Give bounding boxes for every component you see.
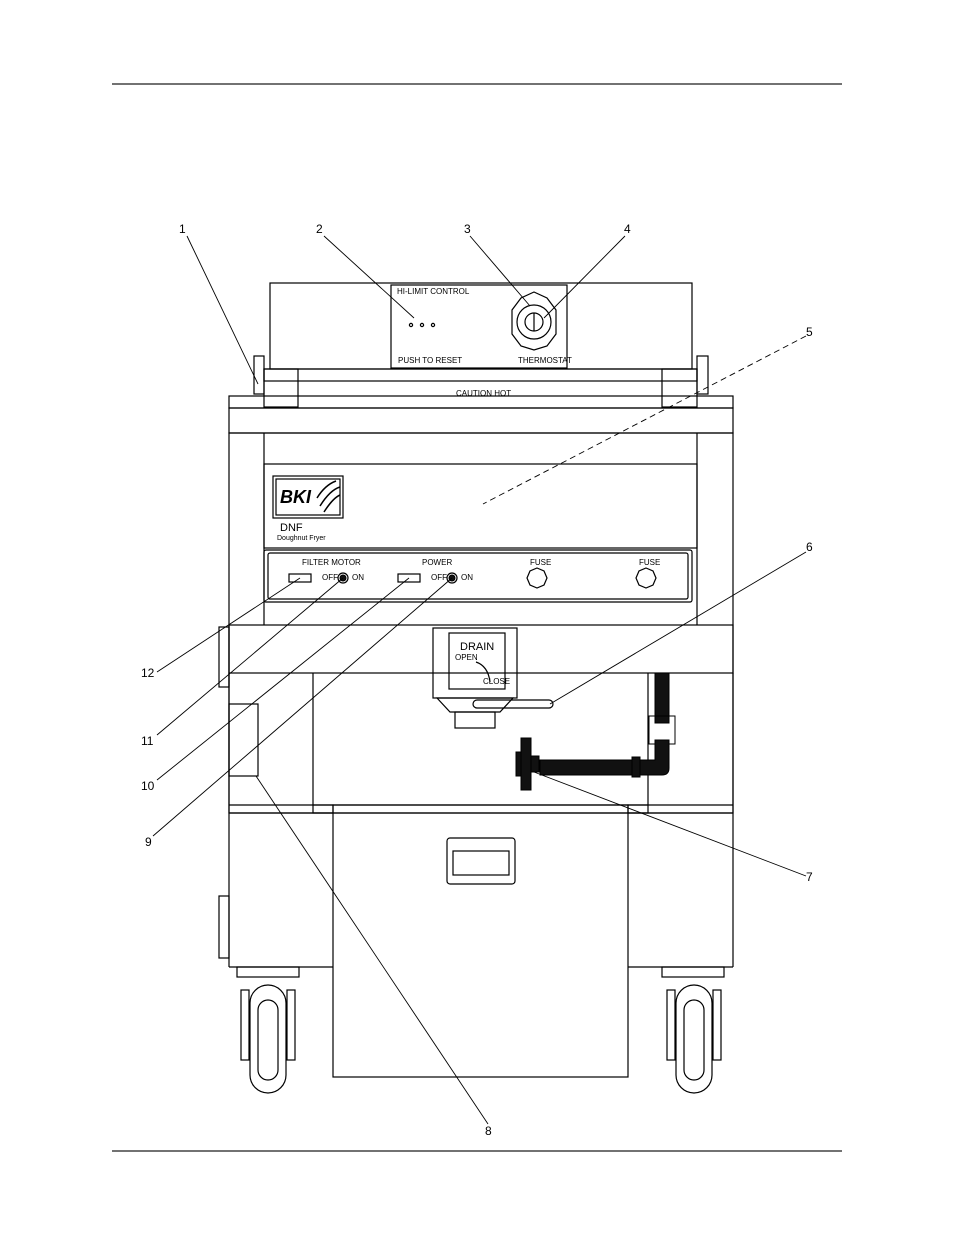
close-label: CLOSE — [483, 677, 510, 686]
top-control-housing — [270, 283, 692, 369]
off-label-2: OFF — [431, 573, 447, 582]
reset-indicator — [409, 323, 412, 326]
open-label: OPEN — [455, 653, 478, 662]
fuse-label-2: FUSE — [639, 558, 660, 567]
caution-hot-label: CAUTION HOT — [456, 389, 511, 398]
left-caster-wheel — [250, 985, 286, 1093]
drain-valve-housing — [433, 628, 517, 698]
filter-pan — [333, 805, 628, 1077]
leader-3 — [470, 236, 530, 306]
reset-indicator — [431, 323, 434, 326]
leader-4 — [544, 236, 625, 318]
callout-9: 9 — [145, 835, 152, 849]
off-label-1: OFF — [322, 573, 338, 582]
drain-label: DRAIN — [460, 641, 494, 653]
leader-11 — [157, 578, 343, 735]
callout-1: 1 — [179, 222, 186, 236]
model-name: DNF — [280, 522, 303, 534]
top-rail — [229, 408, 733, 433]
left-caster-mount — [237, 967, 299, 977]
leader-10 — [157, 578, 409, 780]
filter-motor-label: FILTER MOTOR — [302, 558, 361, 567]
right-caster-wheel — [676, 985, 712, 1093]
hi-limit-label: HI-LIMIT CONTROL — [397, 287, 470, 296]
side-access-panel — [229, 704, 258, 776]
right-caster-mount — [662, 967, 724, 977]
filter-pan-handle — [447, 838, 515, 884]
left-lid-post — [254, 356, 264, 394]
bki-logo-text: BKI — [280, 487, 312, 507]
callout-12: 12 — [141, 666, 155, 680]
callout-7: 7 — [806, 870, 813, 884]
drain-pipe-elbow — [540, 740, 669, 775]
fuse-1 — [527, 568, 547, 588]
leader-2 — [324, 236, 414, 318]
thermostat-label: THERMOSTAT — [518, 356, 572, 365]
lid-bar — [264, 369, 697, 381]
fuse-label-1: FUSE — [530, 558, 551, 567]
on-label-1: ON — [352, 573, 364, 582]
lower-left-bracket — [219, 896, 229, 958]
leader-7 — [534, 772, 806, 876]
model-description: Doughnut Fryer — [277, 535, 326, 542]
leader-6 — [550, 552, 806, 704]
callout-4: 4 — [624, 222, 631, 236]
callout-5: 5 — [806, 325, 813, 339]
leader-8 — [256, 776, 488, 1124]
on-label-2: ON — [461, 573, 473, 582]
callout-11: 11 — [141, 734, 154, 748]
leader-9 — [153, 578, 452, 836]
drain-handle — [473, 700, 553, 708]
drain-valve — [521, 738, 531, 790]
callout-2: 2 — [316, 222, 323, 236]
power-label: POWER — [422, 558, 452, 567]
reset-indicator — [420, 323, 423, 326]
callout-8: 8 — [485, 1124, 492, 1138]
push-to-reset-label: PUSH TO RESET — [398, 356, 462, 365]
callout-6: 6 — [806, 540, 813, 554]
fuse-2 — [636, 568, 656, 588]
callout-3: 3 — [464, 222, 471, 236]
left-lid-bracket — [264, 369, 298, 407]
callout-10: 10 — [141, 779, 155, 793]
leader-1 — [187, 236, 258, 384]
